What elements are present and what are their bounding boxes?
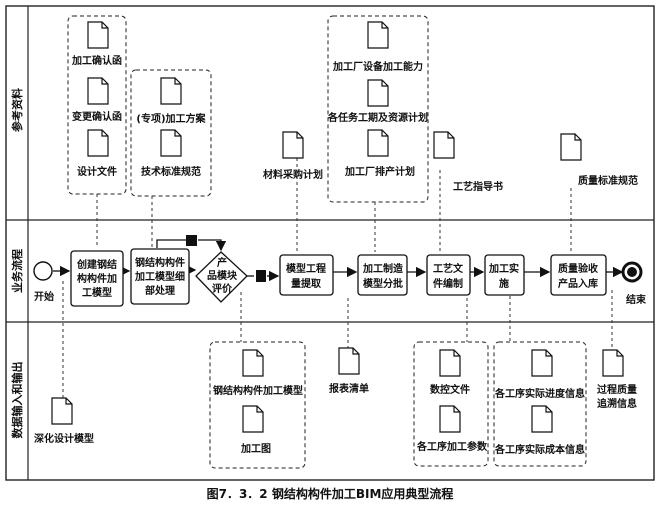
doc-icon xyxy=(242,349,264,377)
svg-text:各工序实际成本信息: 各工序实际成本信息 xyxy=(494,443,585,456)
doc-material-plan: 材料采购计划 xyxy=(263,131,323,181)
svg-text:工艺文: 工艺文 xyxy=(433,262,464,275)
flow-arrows xyxy=(53,239,624,282)
io-quality-trace: 过程质量 追溯信息 xyxy=(597,349,637,410)
svg-text:构构件加: 构构件加 xyxy=(77,272,117,285)
io-group-c: 各工序实际进度信息 各工序实际成本信息 xyxy=(494,349,585,456)
step-processing xyxy=(484,254,525,296)
svg-text:各任务工期及资源计划: 各任务工期及资源计划 xyxy=(327,111,428,124)
step-quality-acceptance xyxy=(550,254,607,296)
diagram-frame xyxy=(5,5,655,481)
doc-quality-standard: 质量标准规范 xyxy=(560,133,638,187)
doc-icon xyxy=(367,21,389,49)
svg-text:变更确认函: 变更确认函 xyxy=(72,110,122,123)
svg-text:工模型: 工模型 xyxy=(82,286,112,299)
doc-icon xyxy=(242,405,264,433)
svg-text:钢结构构件加工模型: 钢结构构件加工模型 xyxy=(213,384,303,397)
svg-text:钢结构构件: 钢结构构件 xyxy=(135,256,185,269)
svg-text:质量验收: 质量验收 xyxy=(558,262,598,275)
svg-text:模型分批: 模型分批 xyxy=(363,277,403,290)
doc-icon xyxy=(87,21,109,49)
svg-text:质量标准规范: 质量标准规范 xyxy=(578,174,638,187)
step-model-detail xyxy=(130,248,190,305)
io-deep-model: 深化设计模型 xyxy=(34,397,94,445)
dashed-groups xyxy=(67,15,587,469)
lane-io-label: 数据输入和输出 xyxy=(10,362,24,439)
step-product-evaluation xyxy=(195,251,248,303)
svg-text:模型工程: 模型工程 xyxy=(286,262,326,275)
svg-text:报表清单: 报表清单 xyxy=(329,382,369,395)
io-group-b: 数控文件 各工序加工参数 xyxy=(416,349,488,453)
doc-icon xyxy=(602,349,624,377)
end-label: 结束 xyxy=(626,293,647,306)
io-group-a: 钢结构构件加工模型 加工图 xyxy=(213,349,303,455)
doc-icon xyxy=(51,397,73,425)
doc-icon xyxy=(282,131,304,159)
svg-text:数控文件: 数控文件 xyxy=(430,383,470,396)
svg-text:品模块: 品模块 xyxy=(207,269,238,282)
lane-labels: 参考资料 业务流程 数据输入和输出 xyxy=(10,88,24,439)
step-model-batching xyxy=(357,254,408,296)
doc-icon xyxy=(439,349,461,377)
doc-group-3: 加工厂设备加工能力 各任务工期及资源计划 加工厂排产计划 xyxy=(327,21,428,178)
step-create-model xyxy=(70,250,124,307)
svg-text:追溯信息: 追溯信息 xyxy=(597,397,637,410)
svg-text:加工模型细: 加工模型细 xyxy=(134,270,185,283)
svg-text:创建钢结: 创建钢结 xyxy=(76,258,117,271)
svg-text:设计文件: 设计文件 xyxy=(77,165,117,178)
svg-text:评价: 评价 xyxy=(212,282,233,295)
doc-icon xyxy=(439,405,461,433)
step-process-docs xyxy=(426,254,471,296)
doc-icon xyxy=(531,349,553,377)
doc-icon xyxy=(367,79,389,107)
start-node xyxy=(33,261,53,281)
doc-icon xyxy=(160,77,182,105)
doc-icon xyxy=(87,77,109,105)
svg-text:材料采购计划: 材料采购计划 xyxy=(263,168,323,181)
svg-text:加工图: 加工图 xyxy=(240,442,271,455)
svg-text:深化设计模型: 深化设计模型 xyxy=(34,432,94,445)
svg-text:加工厂排产计划: 加工厂排产计划 xyxy=(344,165,415,178)
svg-text:加工制造: 加工制造 xyxy=(362,262,404,275)
svg-text:加工厂设备加工能力: 加工厂设备加工能力 xyxy=(332,60,423,73)
svg-text:产品入库: 产品入库 xyxy=(558,277,598,290)
svg-text:加工实: 加工实 xyxy=(488,262,519,275)
svg-text:量提取: 量提取 xyxy=(291,277,322,290)
start-label: 开始 xyxy=(34,290,54,303)
lane-reference-label: 参考资料 xyxy=(10,88,24,132)
decision-node xyxy=(256,270,266,282)
svg-text:各工序实际进度信息: 各工序实际进度信息 xyxy=(494,387,585,400)
step-quantity-extract xyxy=(279,254,334,296)
doc-icon xyxy=(367,129,389,157)
svg-text:件编制: 件编制 xyxy=(433,277,463,290)
svg-text:工艺指导书: 工艺指导书 xyxy=(453,180,503,193)
doc-icon xyxy=(87,129,109,157)
svg-text:(专项)加工方案: (专项)加工方案 xyxy=(136,112,206,125)
doc-group-1: 加工确认函 变更确认函 设计文件 xyxy=(71,21,122,178)
lane-process-label: 业务流程 xyxy=(10,249,24,293)
doc-group-2: (专项)加工方案 技术标准规范 xyxy=(136,77,207,178)
svg-text:加工确认函: 加工确认函 xyxy=(71,54,122,67)
doc-icon xyxy=(338,347,360,375)
doc-process-guide: 工艺指导书 xyxy=(433,131,503,193)
doc-icon xyxy=(160,129,182,157)
svg-text:各工序加工参数: 各工序加工参数 xyxy=(416,440,488,453)
svg-text:施: 施 xyxy=(499,277,509,290)
svg-text:部处理: 部处理 xyxy=(145,284,175,297)
doc-icon xyxy=(560,133,582,161)
svg-text:产: 产 xyxy=(217,256,227,269)
feedback-node xyxy=(186,235,197,246)
process-steps: 创建钢结 构构件加 工模型 钢结构构件 加工模型细 部处理 产 品模块 评价 模… xyxy=(70,248,607,307)
doc-icon xyxy=(433,131,455,159)
figure-caption: 图7．3．2 钢结构构件加工BIM应用典型流程 xyxy=(207,486,454,501)
io-report-list: 报表清单 xyxy=(329,347,369,395)
doc-icon xyxy=(531,405,553,433)
svg-text:技术标准规范: 技术标准规范 xyxy=(141,165,201,178)
svg-text:过程质量: 过程质量 xyxy=(597,383,637,396)
dashed-connectors xyxy=(62,152,613,398)
